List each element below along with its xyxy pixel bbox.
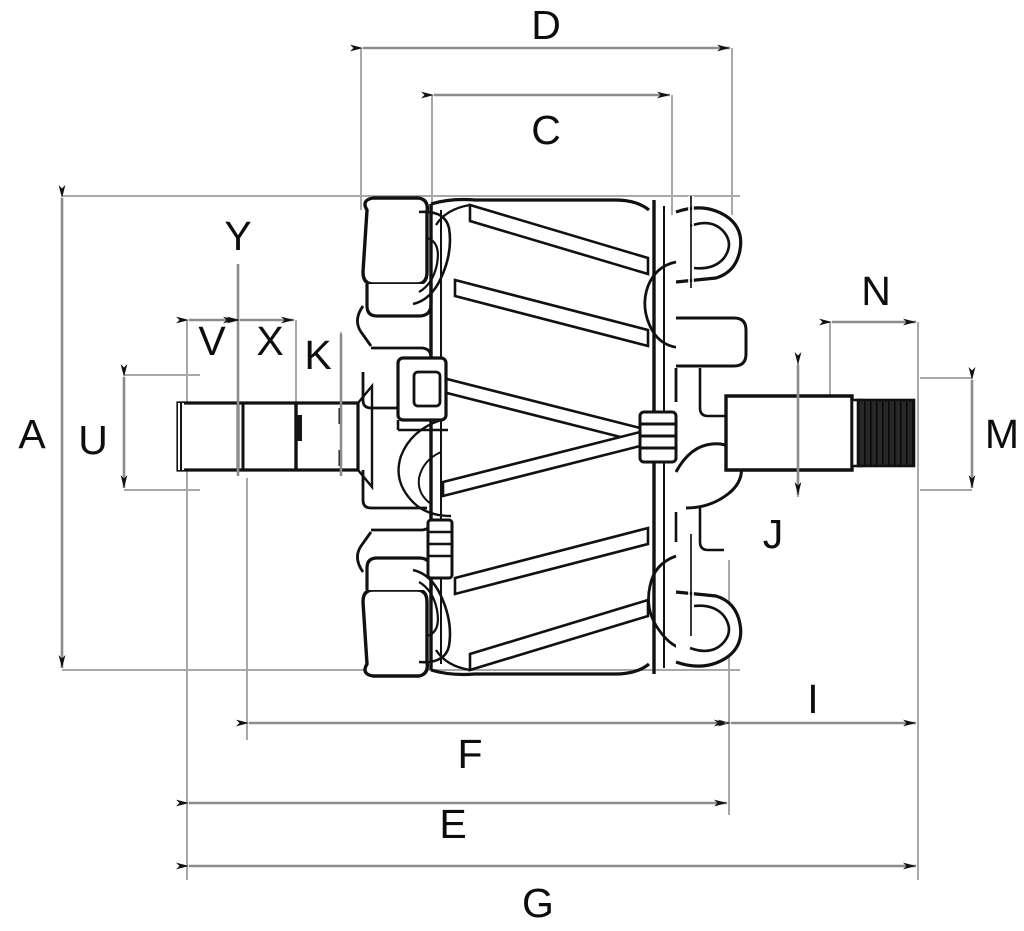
left-shaft-group (176, 382, 374, 491)
rotor-bolt-mid (638, 410, 678, 464)
left-fan-group (356, 196, 452, 678)
right-shaft-group (724, 394, 916, 472)
dimension-label-E: E (439, 801, 466, 847)
dimension-labels-group: A U M J Y K D C V X N I F E G (18, 2, 1019, 926)
dimension-label-D: D (531, 2, 561, 48)
rotor-core-group (396, 197, 678, 677)
dimension-label-A: A (18, 411, 46, 457)
dimension-lines-group (58, 44, 976, 870)
dimension-label-C: C (531, 107, 561, 153)
dimension-label-M: M (985, 411, 1019, 457)
rotor-bolt-lower (426, 518, 454, 580)
dimension-label-V: V (198, 318, 226, 364)
dimension-label-G: G (522, 880, 554, 926)
dimension-label-F: F (457, 731, 482, 777)
dimension-label-X: X (256, 318, 283, 364)
dimension-label-N: N (861, 268, 891, 314)
dimension-label-J: J (763, 511, 784, 557)
dimension-label-I: I (807, 676, 818, 722)
dimension-label-Y: Y (224, 213, 251, 259)
dimension-label-K: K (304, 332, 331, 378)
rotor-geometry-group (176, 196, 916, 678)
dimension-label-U: U (78, 417, 108, 463)
